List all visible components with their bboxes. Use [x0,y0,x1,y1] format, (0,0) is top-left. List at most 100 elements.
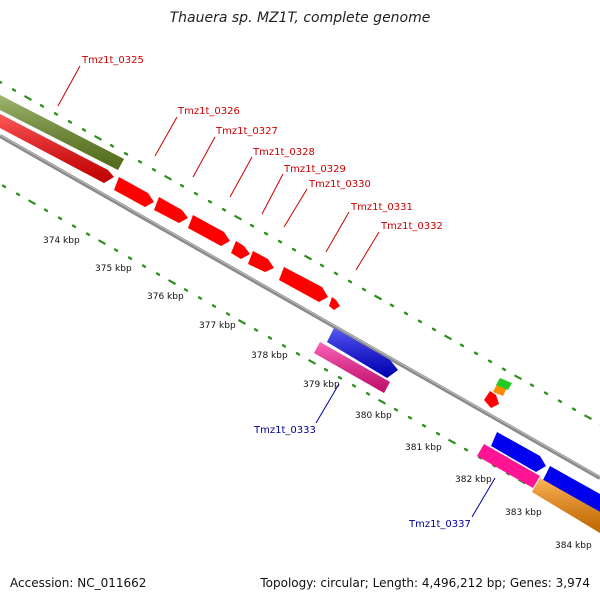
minor-tick [1,184,7,189]
gene-blue-3[interactable] [543,466,600,512]
minor-tick [57,216,63,221]
gene-label-tmz1t-0328[interactable]: Tmz1t_0328 [252,147,315,158]
minor-tick [407,415,413,420]
minor-tick [277,239,283,244]
kbp-label: 376 kbp [147,292,184,302]
minor-tick [253,328,259,332]
leader-tmz1t-0330 [283,188,308,228]
minor-tick [197,296,203,300]
kbp-label: 379 kbp [303,380,340,390]
leader-tmz1t-0332 [355,231,380,271]
minor-tick [155,272,161,276]
leader-tmz1t-0328 [229,156,253,198]
gene-label-tmz1t-0326[interactable]: Tmz1t_0326 [177,106,240,117]
gene-tmz1t-0331[interactable] [248,251,274,272]
major-tick [237,319,247,325]
gene-label-tmz1t-0337[interactable]: Tmz1t_0337 [408,519,471,530]
gene-label-tmz1t-0331[interactable]: Tmz1t_0331 [350,202,413,213]
major-tick [373,294,383,301]
minor-tick [333,271,339,276]
minor-tick [347,279,353,284]
minor-tick [151,167,157,172]
minor-tick [431,327,437,332]
gene-tmz1t-0337[interactable] [477,444,540,488]
gene-tmz1t-0328[interactable] [154,197,188,223]
gene-small-green[interactable] [496,378,512,390]
genome-backbone-highlight [0,134,600,478]
accession-text: Accession: NC_011662 [10,576,147,590]
gene-label-tmz1t-0333[interactable]: Tmz1t_0333 [253,425,316,436]
minor-tick [193,191,199,196]
major-tick [307,358,317,365]
major-tick [303,254,313,261]
minor-tick [459,343,465,348]
minor-tick [113,248,119,252]
major-tick [377,398,387,405]
minor-tick [337,376,343,380]
minor-tick [137,159,143,164]
major-tick [163,174,173,181]
gene-tmz1t-0329[interactable] [188,215,230,246]
minor-tick [53,112,59,116]
minor-tick [361,287,367,292]
minor-tick [43,208,49,213]
kbp-label: 382 kbp [455,475,492,485]
kbp-label: 384 kbp [555,541,592,551]
genome-summary-text: Topology: circular; Length: 4,496,212 bp… [260,576,590,590]
minor-tick [225,312,231,316]
genome-title: Thauera sp. MZ1T, complete genome [169,10,431,26]
gene-tmz1t-0330[interactable] [231,241,250,259]
gene-label-tmz1t-0329[interactable]: Tmz1t_0329 [283,164,346,175]
minor-tick [0,80,3,84]
gene-small-red-b[interactable] [484,391,499,408]
minor-tick [207,199,213,204]
gene-labels: Tmz1t_0325 Tmz1t_0326 Tmz1t_0327 Tmz1t_0… [81,55,471,530]
major-tick [167,279,177,285]
minor-tick [417,319,423,324]
gene-label-tmz1t-0325[interactable]: Tmz1t_0325 [81,55,144,66]
minor-tick [403,311,409,316]
major-tick [233,214,243,221]
gene-label-tmz1t-0327[interactable]: Tmz1t_0327 [215,126,278,137]
major-tick [583,414,593,421]
leader-tmz1t-0337 [471,477,496,518]
minor-tick [183,288,189,292]
minor-tick [263,231,269,236]
minor-tick [39,104,45,108]
minor-tick [351,384,357,388]
minor-tick [473,351,479,356]
minor-tick [393,407,399,412]
minor-tick [543,391,549,395]
minor-tick [291,247,297,252]
gene-blue-2[interactable] [491,432,546,472]
kbp-label: 383 kbp [505,508,542,518]
kbp-label: 377 kbp [199,321,236,331]
minor-tick [281,344,287,348]
gene-label-tmz1t-0330[interactable]: Tmz1t_0330 [308,179,371,190]
minor-tick [109,143,115,148]
minor-tick [571,407,577,411]
minor-tick [421,423,427,428]
minor-tick [557,399,563,403]
minor-tick [221,207,227,212]
minor-tick [81,128,87,132]
kbp-ruler-labels: 374 kbp 375 kbp 376 kbp 377 kbp 378 kbp … [43,236,592,551]
kbp-label: 374 kbp [43,236,80,246]
minor-tick [319,263,325,268]
leader-tmz1t-0331 [325,211,350,253]
minor-tick [487,359,493,364]
gene-label-tmz1t-0332[interactable]: Tmz1t_0332 [380,221,443,232]
gene-tmz1t-0332[interactable] [279,267,328,302]
minor-tick [435,431,441,436]
minor-tick [71,224,77,229]
major-tick [27,199,37,206]
gene-small-red-a[interactable] [329,297,340,310]
kbp-label: 378 kbp [251,351,288,361]
leader-tmz1t-0326 [154,116,178,157]
minor-tick [11,88,17,92]
minor-tick [127,256,133,260]
major-tick [447,438,457,445]
leader-tmz1t-0329 [261,173,284,215]
gene-tmz1t-0327[interactable] [114,177,154,207]
